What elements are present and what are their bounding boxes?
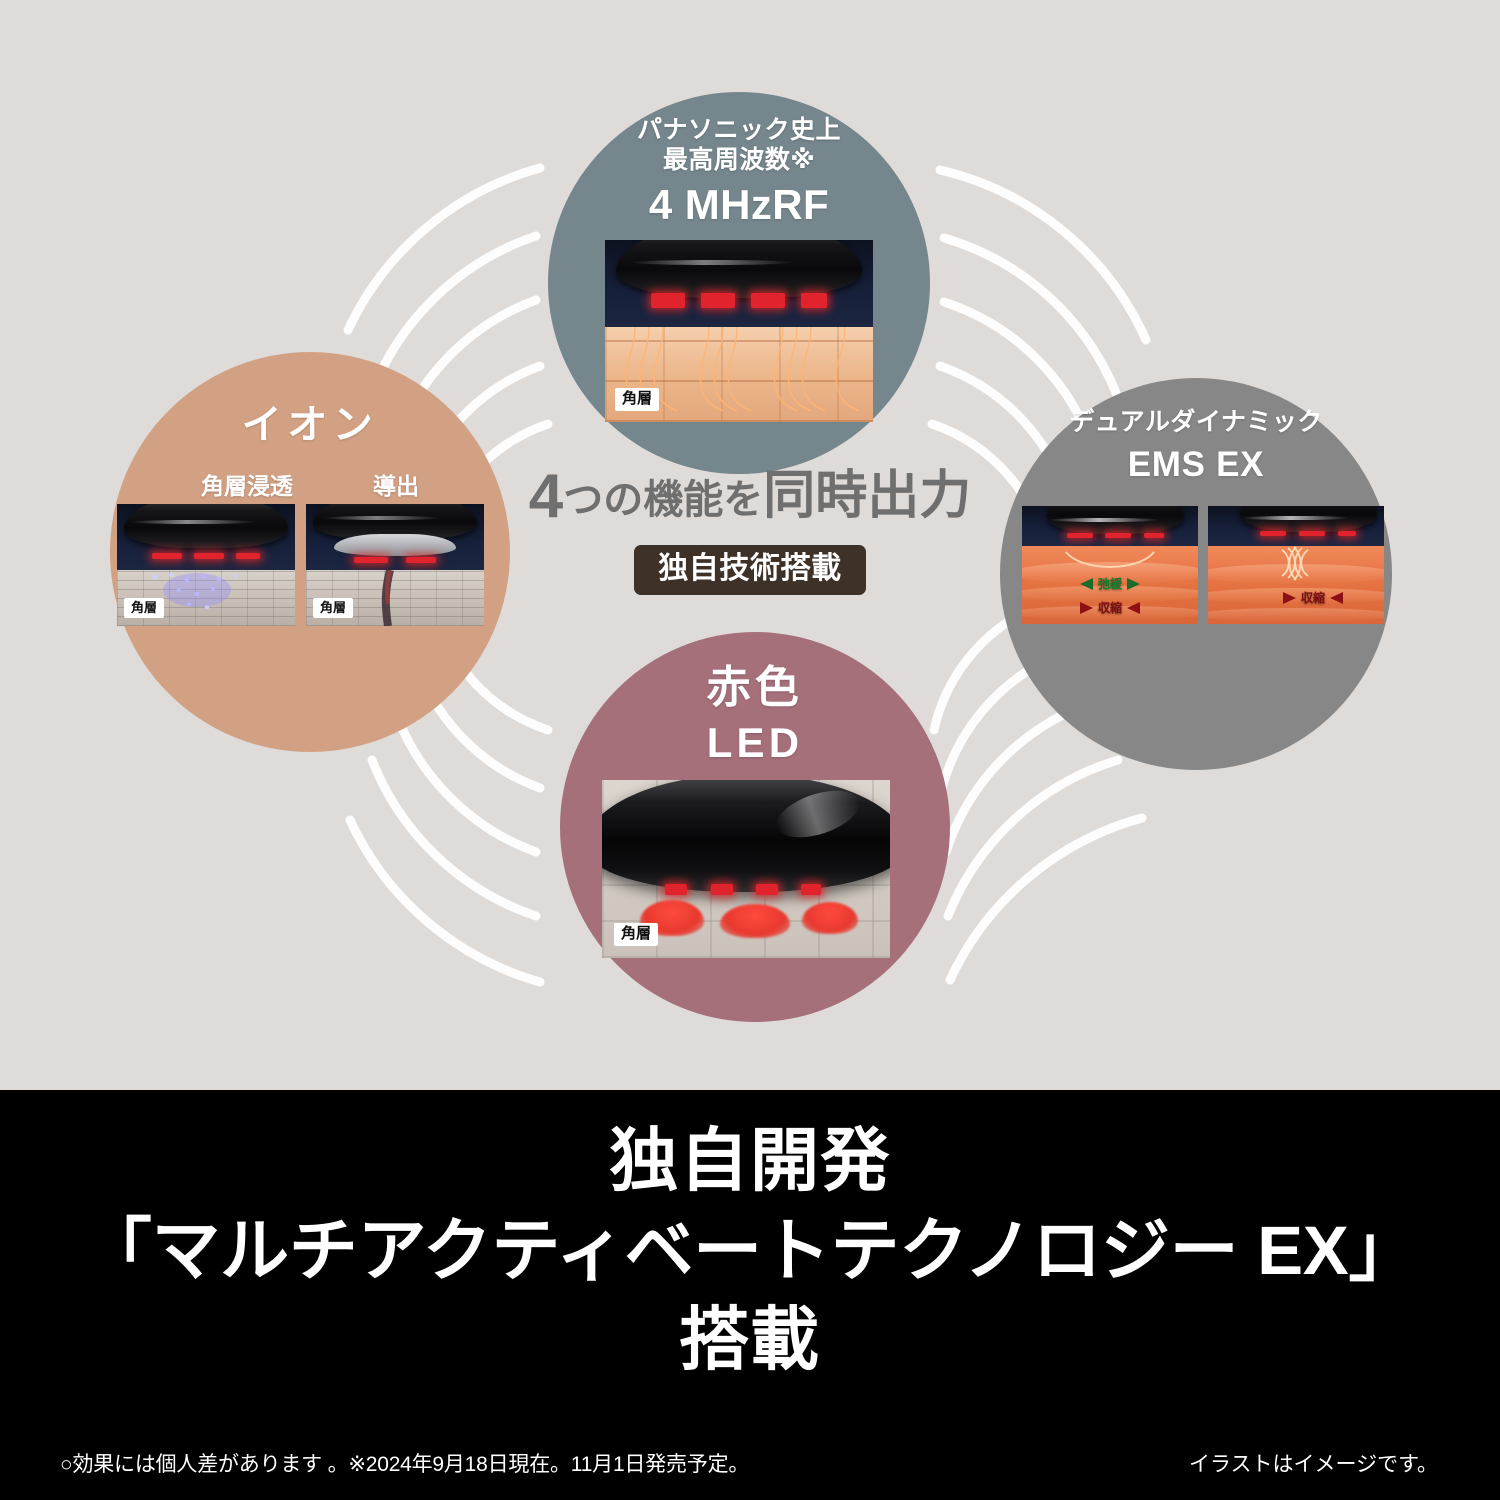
ion-sublabel-extraction: 導出	[373, 473, 419, 499]
rf-image-tag: 角層	[615, 388, 660, 411]
feature-circle-ion[interactable]: イオン 角層浸透 導出	[110, 352, 510, 752]
ion-left-image-tag: 角層	[124, 597, 165, 618]
led-red-strip	[654, 882, 833, 896]
headline-line-2: 「マルチアクティベートテクノロジー EX」	[82, 1211, 1418, 1289]
rf-illustration: 角層	[605, 240, 873, 422]
rf-title-line1: パナソニック史上	[636, 116, 841, 144]
ion-left-device-highlight	[131, 520, 256, 524]
ems-right-band-3	[1208, 608, 1384, 623]
rf-device-highlight	[631, 260, 793, 265]
rf-device-head	[615, 240, 863, 298]
ion-left-spark-particles	[152, 572, 237, 610]
rf-title-line2: 最高周波数※	[662, 145, 816, 174]
ion-title-main: イオン	[241, 403, 379, 447]
rf-wave-lines	[625, 327, 860, 412]
ems-title-group: デュアルダイナミック EMS EX	[1000, 408, 1392, 485]
ion-title-group: イオン	[110, 402, 510, 449]
arrow-left-red-icon	[1330, 592, 1343, 604]
ion-left-led-strip	[145, 552, 266, 560]
ems-left-band-3	[1022, 606, 1198, 621]
center-badge-wrap: 独自技術搭載	[500, 528, 1000, 595]
ems-left-muscle-layer	[1022, 546, 1198, 624]
led-title-group: 赤色 LED	[560, 662, 950, 767]
feature-circle-ems[interactable]: デュアルダイナミック EMS EX	[1000, 378, 1392, 770]
headline-line-1: 独自開発	[609, 1122, 891, 1199]
arrow-right-green-icon	[1127, 578, 1140, 590]
led-image-tag: 角層	[614, 923, 659, 946]
ion-sub-labels: 角層浸透 導出	[110, 467, 510, 501]
ion-sublabel-penetration: 角層浸透	[201, 473, 293, 499]
led-title-main: LED	[706, 718, 804, 766]
center-number: 4	[528, 462, 564, 531]
footer-headline: 独自開発 「マルチアクティベートテクノロジー EX」 搭載	[0, 1116, 1500, 1385]
center-message: 4つの機能を同時出力 独自技術搭載	[500, 466, 1000, 595]
ems-left-device-highlight	[1050, 518, 1160, 522]
feature-circle-rf[interactable]: パナソニック史上 最高周波数※ 4 MHzRF	[548, 92, 930, 474]
led-glow-blob-2	[720, 904, 790, 938]
footnote-left: ○効果には個人差があります 。※2024年9月18日現在。11月1日発売予定。	[60, 1453, 750, 1476]
ems-left-contract-row: 収縮	[1040, 602, 1180, 614]
ems-left-relax-row: 弛緩	[1040, 578, 1180, 590]
headline-line-3: 搭載	[679, 1301, 821, 1379]
ems-right-label-contract: 収縮	[1300, 591, 1325, 605]
ems-illustration-right: 収縮	[1208, 506, 1384, 624]
rf-title-group: パナソニック史上 最高周波数※ 4 MHzRF	[548, 116, 930, 230]
ion-left-device-head	[124, 504, 288, 548]
hero-illustration-panel: パナソニック史上 最高周波数※ 4 MHzRF	[110, 92, 1392, 1022]
ems-right-led-strip	[1254, 530, 1363, 537]
arrow-left-red-icon	[1127, 602, 1140, 614]
led-illustration: 角層	[602, 780, 890, 958]
center-text-small: つの機能を	[563, 478, 764, 522]
ems-right-muscle-layer	[1208, 546, 1384, 624]
ion-right-led-strip	[345, 556, 445, 564]
feature-circle-led[interactable]: 赤色 LED 角層	[560, 632, 950, 1022]
ems-left-label-relax: 弛緩	[1097, 577, 1122, 591]
ems-right-contract-row: 収縮	[1250, 592, 1376, 604]
center-text-big: 同時出力	[763, 467, 972, 525]
center-headline: 4つの機能を同時出力	[500, 466, 1000, 528]
ion-right-plate	[334, 534, 456, 556]
ion-right-extraction-stream	[381, 569, 394, 626]
ems-left-band-1	[1022, 562, 1198, 585]
ems-right-band-1	[1208, 564, 1384, 585]
rf-led-strip	[643, 292, 836, 308]
arrow-right-red-icon	[1282, 592, 1296, 604]
ion-right-image-tag: 角層	[313, 597, 354, 618]
ems-title-line1: デュアルダイナミック	[1069, 408, 1323, 436]
ems-left-band-2	[1022, 586, 1198, 603]
proprietary-tech-badge: 独自技術搭載	[634, 545, 866, 595]
footnote-right: イラストはイメージです。	[1188, 1453, 1438, 1476]
footer-band: 独自開発 「マルチアクティベートテクノロジー EX」 搭載	[0, 1090, 1500, 1500]
arrow-right-red-icon	[1079, 602, 1093, 614]
ion-illustration-left: 角層	[117, 504, 295, 626]
ems-left-led-strip	[1061, 532, 1170, 539]
led-glow-blob-3	[802, 902, 858, 934]
led-title-line1: 赤色	[706, 663, 804, 712]
arrow-left-green-icon	[1079, 578, 1093, 590]
ems-title-main: EMS EX	[1127, 444, 1265, 484]
ems-left-label-contract: 収縮	[1097, 601, 1122, 615]
led-device-head	[602, 780, 890, 892]
ems-right-ripple-waves	[1281, 546, 1309, 581]
ems-illustration-left: 弛緩 収縮	[1022, 506, 1198, 624]
ems-right-device-highlight	[1243, 516, 1349, 520]
rf-title-main: 4 MHzRF	[648, 181, 830, 228]
ems-left-pulse-curve	[1065, 551, 1155, 568]
ion-illustration-right: 角層	[306, 504, 484, 626]
ion-right-device-highlight	[323, 516, 442, 520]
